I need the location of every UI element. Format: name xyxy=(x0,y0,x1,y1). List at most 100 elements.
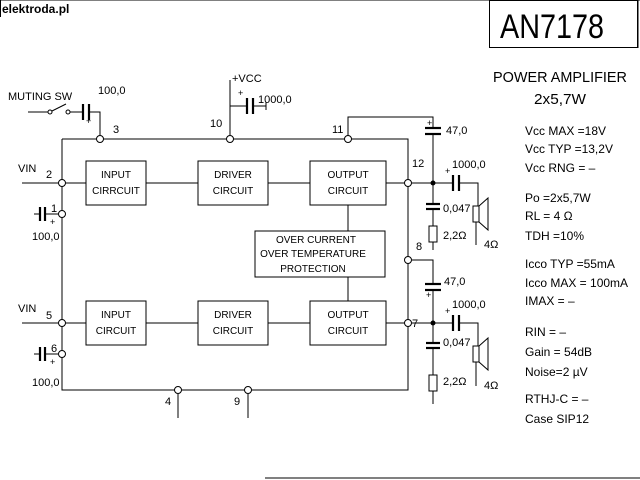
specifications: Vcc MAX =18V Vcc TYP =13,2V Vcc RNG = – … xyxy=(525,124,628,426)
pin-label-12: 12 xyxy=(412,158,424,170)
spec-po: Po =2x5,7W xyxy=(525,191,591,205)
pin-label-7: 7 xyxy=(412,318,418,330)
pin-7 xyxy=(404,319,412,327)
channel1-input: VIN + 100,0 xyxy=(18,163,60,243)
pin-10 xyxy=(226,135,234,143)
c-boot-top-plus: + xyxy=(427,118,432,128)
pin-label-1: 1 xyxy=(51,203,57,215)
pin-markers xyxy=(58,135,412,394)
spec-vcc-rng: Vcc RNG = – xyxy=(525,161,596,175)
spec-vcc-max: Vcc MAX =18V xyxy=(525,124,606,138)
c-zobel-bottom-value: 0,047 xyxy=(443,337,471,349)
pin-6 xyxy=(58,350,66,358)
part-number-box xyxy=(489,0,638,48)
block-output-bottom-line2: CIRCUIT xyxy=(328,326,369,337)
block-output-top-line2: CIRCUIT xyxy=(328,186,369,197)
block-protection-line3: PROTECTION xyxy=(280,264,346,275)
pin-8 xyxy=(404,256,412,264)
part-number: AN7178 xyxy=(500,8,604,46)
channel1-output-network: + 47,0 + 1000,0 0,047 2,2Ω 4Ω xyxy=(412,118,498,251)
c-in-bottom-value: 100,0 xyxy=(32,377,60,389)
block-input-bottom-line2: CIRCUIT xyxy=(96,326,137,337)
block-input-bottom-line1: INPUT xyxy=(101,310,131,321)
pin-label-10: 10 xyxy=(210,118,222,130)
block-input-top-line1: INPUT xyxy=(101,170,131,181)
pin-11 xyxy=(344,135,352,143)
block-input-bottom: INPUT CIRCUIT xyxy=(85,300,147,346)
spec-gain: Gain = 54dB xyxy=(525,345,592,359)
vin1-label: VIN xyxy=(18,163,36,175)
c-out-bottom-value: 1000,0 xyxy=(452,299,486,311)
block-output-bottom: OUTPUT CIRCUIT xyxy=(309,300,387,346)
block-output-bottom-line1: OUTPUT xyxy=(327,310,368,321)
muting-switch-network: MUTING SW + 100,0 xyxy=(8,85,126,135)
spec-noise: Noise=2 µV xyxy=(525,365,588,379)
c-boot-bottom-value: 47,0 xyxy=(444,276,465,288)
vcc-supply: +VCC + 1000,0 xyxy=(229,73,292,135)
spec-vcc-typ: Vcc TYP =13,2V xyxy=(525,142,613,156)
vcc-label: +VCC xyxy=(232,73,262,85)
pin-numbers: 1 2 3 4 5 6 7 8 9 10 11 12 xyxy=(46,118,424,408)
block-protection: OVER CURRENT OVER TEMPERATURE PROTECTION xyxy=(254,230,386,278)
spec-imax: IMAX = – xyxy=(525,294,575,308)
pin-label-4: 4 xyxy=(165,396,171,408)
ground-pins xyxy=(177,394,249,418)
block-output-top-line1: OUTPUT xyxy=(327,170,368,181)
c-mute-value: 100,0 xyxy=(98,85,126,97)
block-driver-bottom-line1: DRIVER xyxy=(214,310,252,321)
block-driver-top-line1: DRIVER xyxy=(214,170,252,181)
block-driver-bottom-line2: CIRCUIT xyxy=(213,326,254,337)
c-in-bottom-plus: + xyxy=(50,357,55,367)
vin2-label: VIN xyxy=(18,303,36,315)
watermark: elektroda.pl xyxy=(2,2,69,16)
spec-icco-typ: Icco TYP =55mA xyxy=(525,257,615,271)
pin8-wiring: + 47,0 xyxy=(412,259,465,323)
title-line-2: 2x5,7W xyxy=(534,91,587,108)
r-zobel-top-value: 2,2Ω xyxy=(443,230,467,242)
internal-wiring xyxy=(62,116,434,324)
pin-label-8: 8 xyxy=(416,241,422,253)
c-out-top-plus: + xyxy=(445,166,450,176)
pin-4 xyxy=(174,386,182,394)
pin-3 xyxy=(96,135,104,143)
pin-label-9: 9 xyxy=(234,396,240,408)
c-zobel-top-value: 0,047 xyxy=(443,203,471,215)
c-boot-bottom-plus: + xyxy=(426,290,431,300)
pin-9 xyxy=(244,386,252,394)
spec-tdh: TDH =10% xyxy=(525,229,584,243)
block-driver-top-line2: CIRCUIT xyxy=(213,186,254,197)
ic-outline xyxy=(61,138,409,391)
pin-label-2: 2 xyxy=(46,169,52,181)
block-output-top: OUTPUT CIRCUIT xyxy=(309,160,387,206)
spec-icco-max: Icco MAX = 100mA xyxy=(525,276,628,290)
pin-1 xyxy=(58,210,66,218)
spec-rl: RL = 4 Ω xyxy=(525,209,573,223)
pin-5 xyxy=(58,319,66,327)
block-driver-top: DRIVER CIRCUIT xyxy=(197,160,269,206)
block-input-top: INPUT CIRRCUIT xyxy=(85,160,147,206)
r-zobel-bottom-value: 2,2Ω xyxy=(443,376,467,388)
pin-2 xyxy=(58,179,66,187)
pin-label-11: 11 xyxy=(332,124,343,136)
c-mute-plus: + xyxy=(86,116,91,126)
muting-sw-label: MUTING SW xyxy=(8,91,73,103)
block-protection-line2: OVER TEMPERATURE xyxy=(260,249,366,260)
spk-bottom-value: 4Ω xyxy=(484,380,498,392)
pin-label-5: 5 xyxy=(46,310,52,322)
c-boot-top-value: 47,0 xyxy=(446,125,467,137)
c-in-top-value: 100,0 xyxy=(32,231,60,243)
block-input-top-line2: CIRRCUIT xyxy=(92,186,140,197)
title-line-1: POWER AMPLIFIER xyxy=(493,69,627,86)
channel2-output-network: + 1000,0 0,047 2,2Ω 4Ω xyxy=(412,299,498,404)
spk-top-value: 4Ω xyxy=(484,239,498,251)
block-driver-bottom: DRIVER CIRCUIT xyxy=(197,300,269,346)
pin-12 xyxy=(404,179,412,187)
pin-label-3: 3 xyxy=(113,124,119,136)
channel2-input: VIN + 100,0 xyxy=(18,303,60,389)
spec-rin: RIN = – xyxy=(525,325,566,339)
spec-case: Case SIP12 xyxy=(525,412,589,426)
spec-rthj: RTHJ-C = – xyxy=(525,392,589,406)
c-out-bottom-plus: + xyxy=(445,306,450,316)
c-vcc-value: 1000,0 xyxy=(258,94,292,106)
